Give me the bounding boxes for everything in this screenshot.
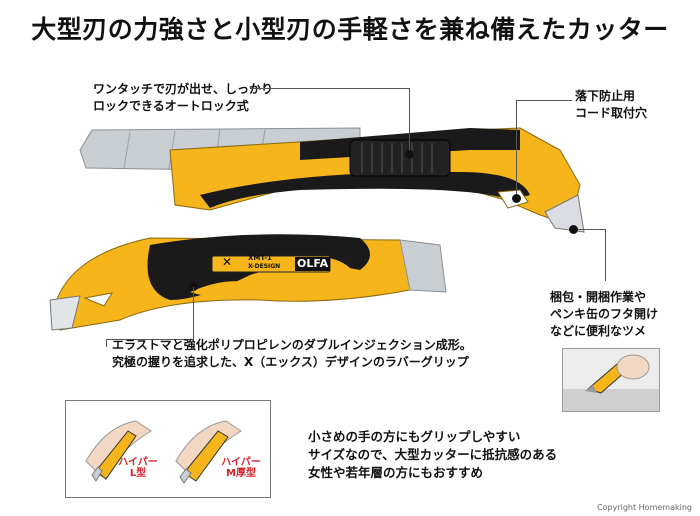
claw-dot (569, 225, 578, 234)
copyright: Copyright Homemaking (597, 503, 692, 512)
model-label: XMT-1 (248, 254, 272, 262)
cord-leader-h (516, 100, 572, 101)
series-label: X-DESIGN (248, 263, 281, 270)
callout-claw: 梱包・開梱作業や ペンキ缶のフタ開け などに便利なツメ (550, 290, 659, 338)
page-title: 大型刃の力強さと小型刃の手軽さを兼ね備えたカッター (31, 15, 669, 44)
tag-hyper-l: ハイパー L型 (118, 457, 158, 479)
grip-leader-h (106, 339, 194, 340)
slider-button (349, 139, 451, 177)
autolock-leader-v (409, 88, 410, 152)
cord-hole-dot (512, 194, 521, 203)
claw-leader-v (605, 229, 606, 281)
grip-leader-v2 (106, 339, 107, 347)
claw (544, 194, 585, 233)
grip-leader-v (193, 287, 194, 339)
grip-dot (189, 282, 198, 291)
autolock-dot (405, 150, 414, 159)
callout-small-hand: 小さめの手の方にもグリップしやすい サイズなので、大型カッターに抵抗感のある 女… (308, 429, 558, 480)
cord-leader-v (516, 100, 517, 197)
callout-autolock: ワンタッチで刃が出せ、しっかり ロックできるオートロック式 (93, 82, 274, 113)
olfa-logo: OLFA (295, 257, 331, 271)
size-comparison-inset: ハイパー L型 ハイパー M厚型 (65, 400, 271, 498)
callout-cord-hole: 落下防止用 コード取付穴 (575, 89, 648, 120)
claw-leader-h (575, 229, 605, 230)
autolock-leader-h (250, 88, 410, 89)
tag-hyper-m: ハイパー M厚型 (221, 457, 261, 479)
x-mark: ✕ (222, 255, 233, 269)
claw-usage-photo (562, 348, 660, 412)
callout-grip: エラストマと強化ポリプロピレンのダブルインジェクション成形。 究極の握りを追求し… (112, 338, 472, 369)
